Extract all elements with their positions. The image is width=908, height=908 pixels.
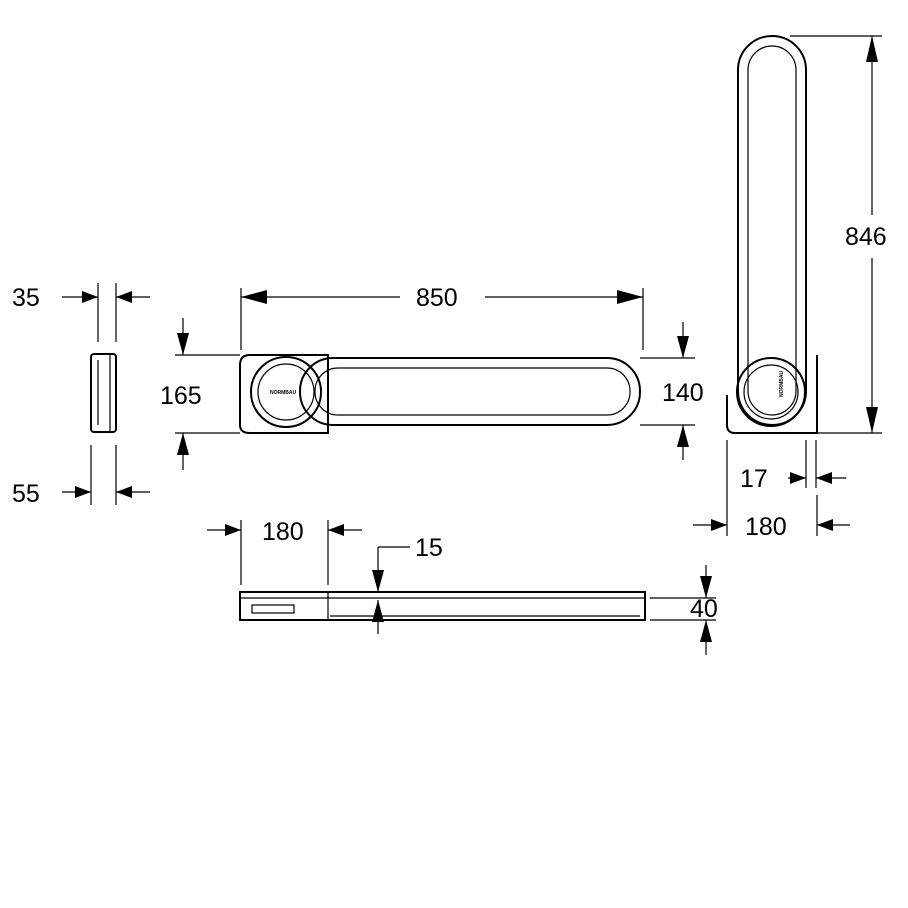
end-view: 35 55 — [12, 283, 150, 508]
side-view: 180 15 40 — [207, 518, 718, 655]
raised-view-vertical: NORMBAU 846 17 180 — [693, 35, 887, 541]
brand-logo: NORMBAU — [270, 390, 296, 396]
dimension-end-depth: 55 — [12, 480, 40, 508]
brand-logo-vertical: NORMBAU — [779, 371, 785, 397]
dimension-bar-height: 140 — [662, 379, 704, 407]
dimension-length: 850 — [416, 284, 458, 312]
dimension-thickness: 40 — [690, 595, 718, 623]
dimension-height-raised: 846 — [845, 223, 887, 251]
dimension-plate-height: 165 — [160, 382, 202, 410]
dimension-plate-width-bottom: 180 — [262, 518, 304, 546]
dimension-end-width: 35 — [12, 284, 40, 312]
dimension-wall-gap: 17 — [740, 465, 768, 493]
dimension-plate-width-side: 180 — [745, 513, 787, 541]
top-view-horizontal: NORMBAU 850 165 140 — [160, 284, 704, 470]
dimension-offset: 15 — [415, 534, 443, 562]
